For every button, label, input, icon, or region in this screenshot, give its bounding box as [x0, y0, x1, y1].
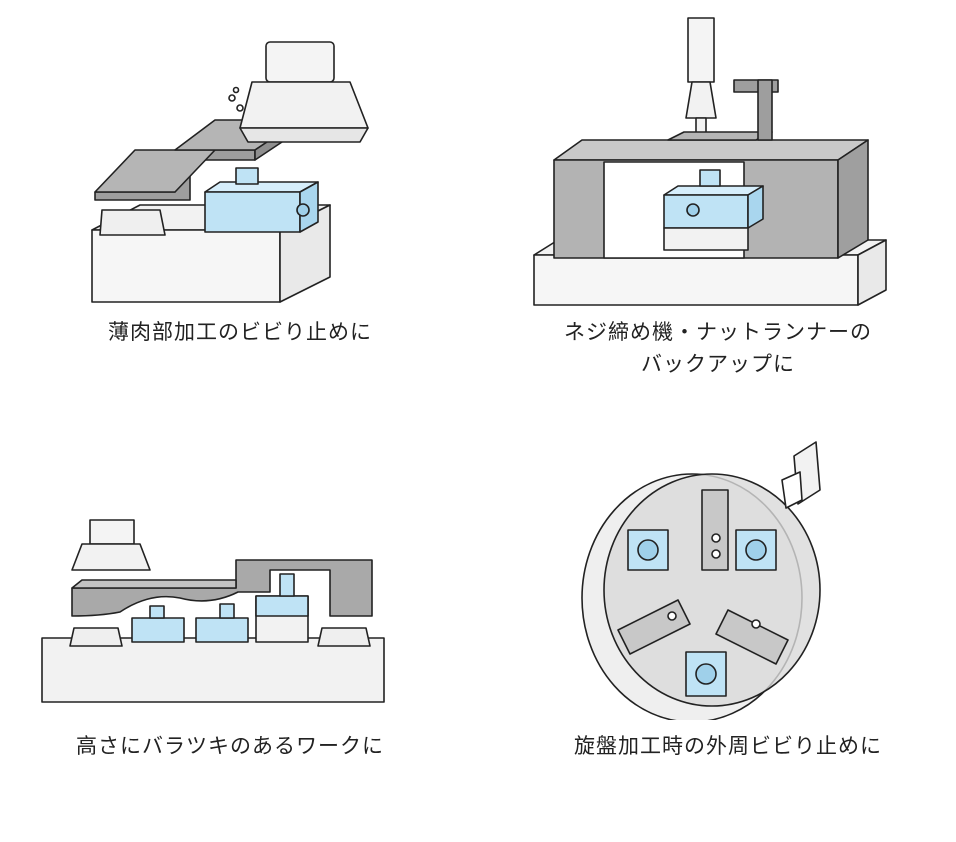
nutrunner-backup-illustration — [533, 17, 887, 306]
caption-line: 高さにバラツキのあるワークに — [76, 734, 384, 758]
panel-screw-backup: ネジ締め機・ナットランナーの バックアップに — [478, 0, 956, 400]
uneven-height-illustration — [41, 519, 385, 703]
thin-wall-milling-illustration — [91, 41, 369, 303]
caption-line: 薄肉部加工のビビり止めに — [108, 320, 372, 344]
panel-thin-wall: 薄肉部加工のビビり止めに — [0, 0, 478, 400]
caption-lathe: 旋盤加工時の外周ビビり止めに — [518, 730, 938, 762]
caption-line-1: ネジ締め機・ナットランナーの — [564, 320, 872, 344]
panel-uneven-height: 高さにバラツキのあるワークに — [0, 420, 478, 800]
panel-lathe: 旋盤加工時の外周ビビり止めに — [478, 420, 956, 800]
caption-line-2: バックアップに — [641, 352, 795, 376]
lathe-chuck-illustration — [581, 441, 821, 720]
caption-thin-wall: 薄肉部加工のビビり止めに — [40, 316, 440, 348]
caption-uneven-height: 高さにバラツキのあるワークに — [20, 730, 440, 762]
caption-line: 旋盤加工時の外周ビビり止めに — [574, 734, 882, 758]
caption-screw-backup: ネジ締め機・ナットランナーの バックアップに — [498, 316, 938, 380]
